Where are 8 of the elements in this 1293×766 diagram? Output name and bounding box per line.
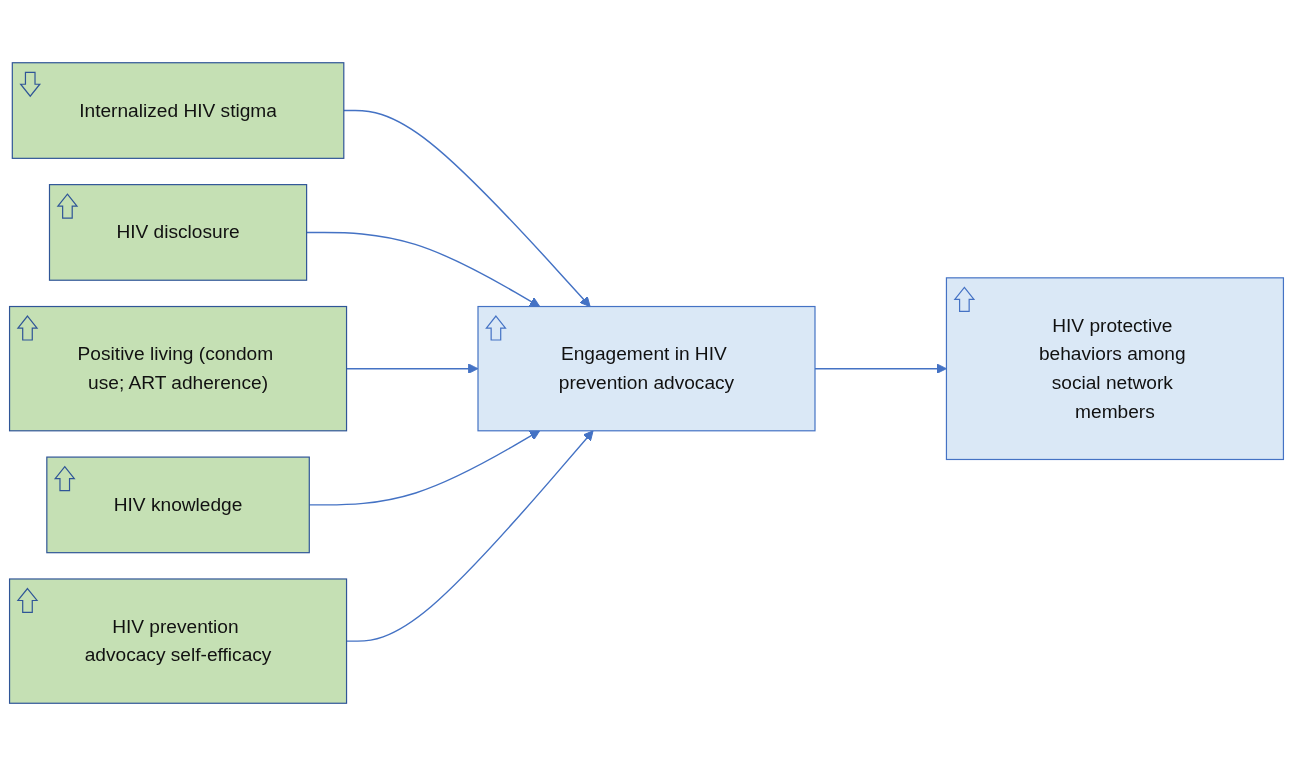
node-box: Engagement in HIV prevention advocacy <box>477 305 816 432</box>
node-box: Positive living (condom use; ART adherence) <box>8 305 348 432</box>
node-box: HIV knowledge <box>46 456 310 554</box>
node-box: Internalized HIV stigma <box>11 62 345 159</box>
node-box: HIV disclosure <box>48 184 308 281</box>
arrow <box>343 109 591 307</box>
node-box: HIV protective behaviors among social network members <box>945 277 1285 461</box>
node-box: HIV prevention advocacy self-efficacy <box>8 578 348 704</box>
